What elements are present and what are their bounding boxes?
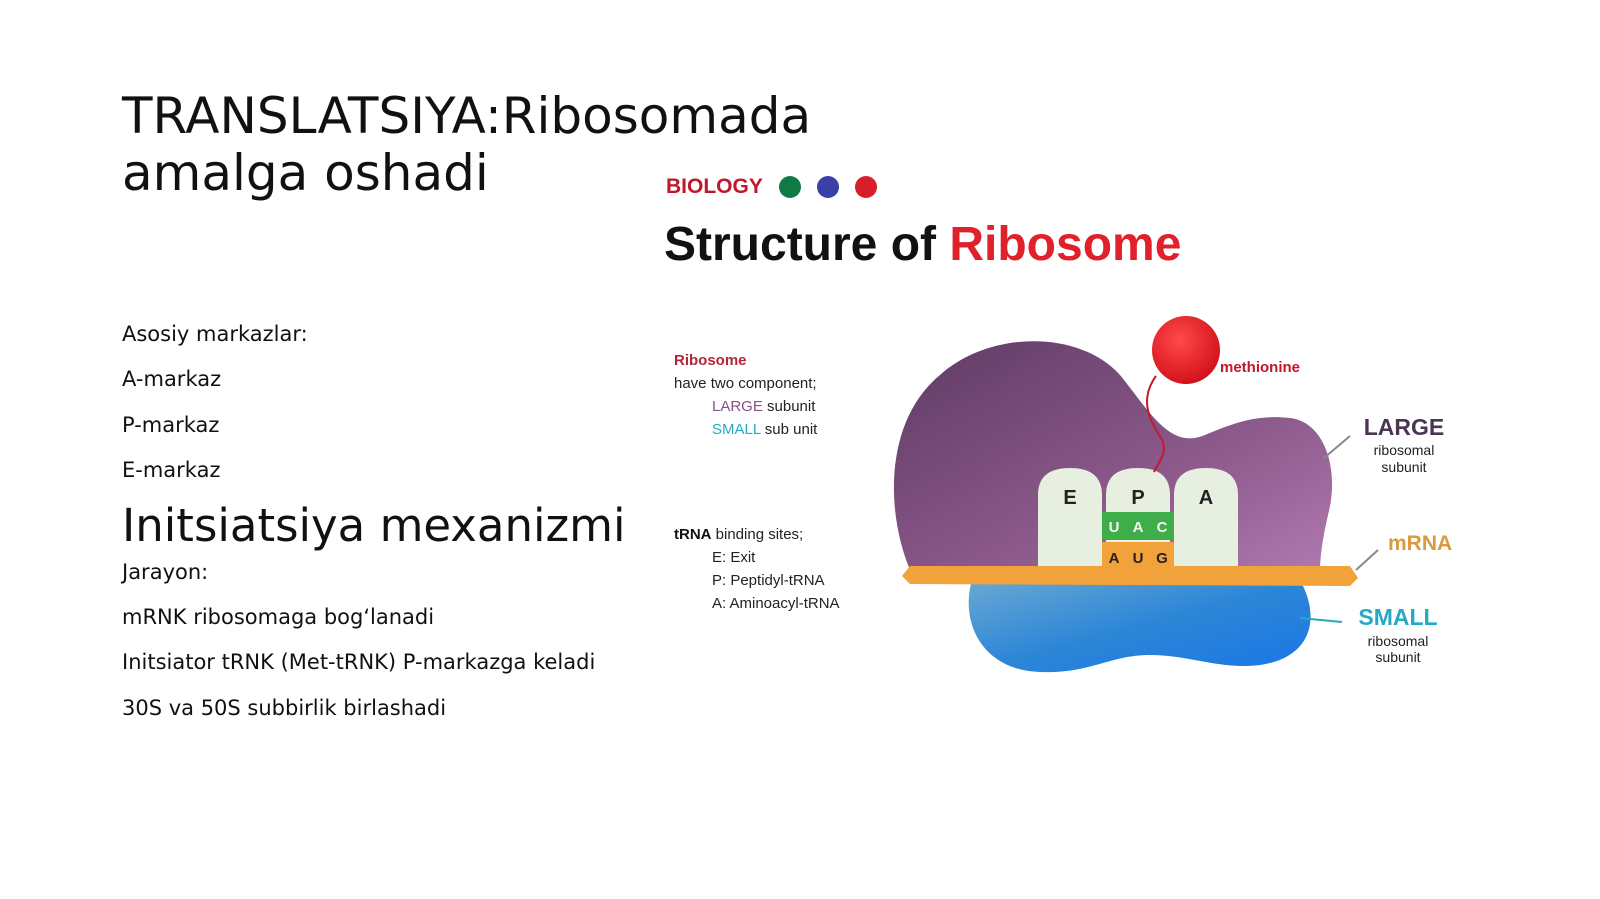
list-item: E-markaz <box>122 458 221 483</box>
figure-title: Structure of Ribosome <box>664 218 1181 271</box>
info-large-rest: subunit <box>763 398 816 415</box>
anticodon-letter: C <box>1157 519 1168 536</box>
mrna-strand <box>902 566 1358 586</box>
codon-base <box>1102 542 1126 570</box>
content-list: Asosiy markazlar: A-markaz P-markaz E-ma… <box>122 318 642 737</box>
trna-rest: binding sites; <box>712 526 804 543</box>
methionine-ball-icon <box>1152 316 1220 384</box>
large-sub-label: ribosomal <box>1374 442 1435 458</box>
section-heading: Initsiatsiya mexanizmi <box>122 498 626 552</box>
info-large: LARGE subunit <box>712 398 816 415</box>
trna-site-a <box>1174 468 1238 568</box>
anticodon-base <box>1150 512 1174 540</box>
list-item: Initsiator tRNK (Met-tRNK) P-markazga ke… <box>122 650 596 675</box>
slide-title: TRANSLATSIYA:Ribosomada amalga oshadi <box>122 87 812 202</box>
site-e-text: E: Exit <box>712 549 756 566</box>
small-subunit-shape <box>968 580 1311 673</box>
trna-heading: tRNA binding sites; <box>674 526 803 543</box>
small-sub-label: ribosomal <box>1368 633 1429 649</box>
mrna-label: mRNA <box>1388 532 1452 555</box>
figure-title-part1: Structure of <box>664 218 949 271</box>
trna-bold: tRNA <box>674 526 712 543</box>
site-p-label: P <box>1131 487 1144 509</box>
info-heading: Ribosome <box>674 352 747 369</box>
large-label: LARGE <box>1364 414 1445 440</box>
info-small-rest: sub unit <box>761 421 819 438</box>
methionine-chain <box>1146 375 1165 473</box>
site-a-label: A <box>1199 487 1213 509</box>
anticodon-base <box>1126 512 1150 540</box>
large-sub-label: subunit <box>1381 459 1426 475</box>
methionine-label: methionine <box>1220 359 1300 376</box>
codon-letter: A <box>1109 550 1120 567</box>
small-sub-label: subunit <box>1375 649 1420 665</box>
list-item: Asosiy markazlar: <box>122 322 308 346</box>
list-item: A-markaz <box>122 367 222 392</box>
list-item: P-markaz <box>122 412 220 437</box>
trna-site-e <box>1038 468 1102 568</box>
list-item: Jarayon: <box>122 559 209 584</box>
codon-base <box>1126 542 1150 570</box>
green-dot-icon <box>779 176 801 198</box>
info-small: SMALL sub unit <box>712 421 818 438</box>
site-a-text: A: Aminoacyl-tRNA <box>712 595 840 612</box>
biology-tag: BIOLOGY <box>666 175 763 198</box>
ribosome-figure: BIOLOGY Structure of Ribosome Ribosome h… <box>660 150 1500 710</box>
site-p-text: P: Peptidyl-tRNA <box>712 572 825 589</box>
blue-dot-icon <box>817 176 839 198</box>
small-label: SMALL <box>1358 604 1437 630</box>
anticodon-base <box>1102 512 1126 540</box>
mrna-pointer-line <box>1355 549 1379 571</box>
list-item: 30S va 50S subbirlik birlashadi <box>122 695 447 720</box>
anticodon-letter: A <box>1133 519 1144 536</box>
large-pointer-line <box>1323 435 1351 459</box>
codon-base <box>1150 542 1174 570</box>
red-dot-icon <box>855 176 877 198</box>
small-pointer-line <box>1299 617 1343 623</box>
site-e-label: E <box>1063 487 1076 509</box>
anticodon-letter: U <box>1109 519 1120 536</box>
info-small-word: SMALL <box>712 421 761 438</box>
figure-title-part2: Ribosome <box>949 218 1181 271</box>
codon-letter: U <box>1133 550 1144 567</box>
codon-letter: G <box>1156 550 1168 567</box>
info-large-word: LARGE <box>712 398 763 415</box>
info-line: have two component; <box>674 375 817 392</box>
list-item: mRNK ribosomaga bog‘lanadi <box>122 604 435 629</box>
